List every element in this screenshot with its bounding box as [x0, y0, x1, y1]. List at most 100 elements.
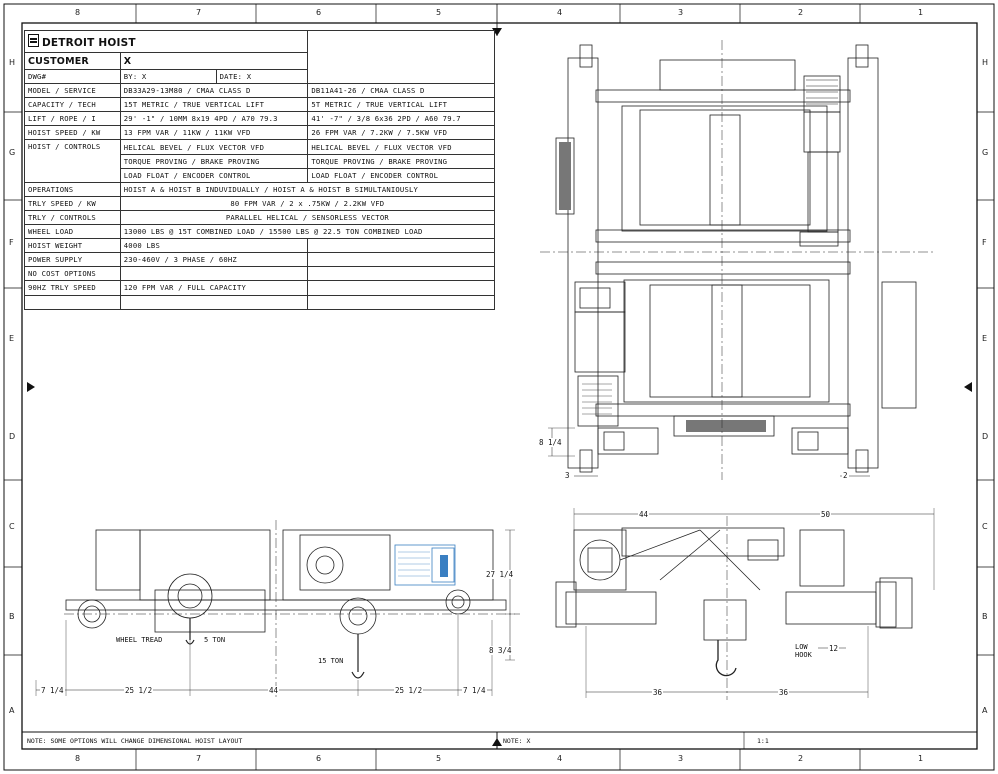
spec-value-a: HELICAL BEVEL / FLUX VECTOR VFD	[119, 139, 309, 155]
zone-col-top-3: 6	[316, 8, 322, 17]
spec-label: CAPACITY / TECH	[24, 97, 121, 113]
zone-col-bottom-6: 3	[678, 754, 684, 763]
footer-scale: 1:1	[757, 737, 769, 745]
zone-col-top-4: 5	[436, 8, 442, 17]
side-dim: 7 1/4	[462, 686, 487, 695]
zone-col-bottom-5: 4	[557, 754, 563, 763]
zone-col-top-8: 1	[918, 8, 924, 17]
spec-row: MODEL / SERVICE DB33A29-13M80 / CMAA CLA…	[24, 83, 495, 99]
spec-label: NO COST OPTIONS	[24, 266, 121, 282]
side-dim: 44	[268, 686, 280, 695]
spec-table: DETROIT HOIST CUSTOMER X DWG# BY: X DATE…	[23, 29, 496, 310]
zone-row-right-g: G	[982, 148, 989, 157]
spec-value-a: 29' -1" / 10MM 8x19 4PD / A70 79.3	[119, 111, 309, 127]
spec-row: NO COST OPTIONS	[24, 266, 495, 282]
footer-note-left: NOTE: SOME OPTIONS WILL CHANGE DIMENSION…	[27, 737, 243, 745]
zone-col-bottom-8: 1	[918, 754, 924, 763]
zone-row-right-a: A	[982, 706, 988, 715]
side-view	[35, 520, 520, 700]
end-bottom-left-dim: 36	[652, 688, 664, 697]
top-view-right-dim: 2	[842, 471, 849, 480]
zone-col-top-5: 4	[557, 8, 563, 17]
spec-row: HOIST SPEED / KW 13 FPM VAR / 11KW / 11K…	[24, 125, 495, 141]
zone-col-top-2: 7	[196, 8, 202, 17]
company-cell: DETROIT HOIST	[23, 30, 309, 53]
zone-col-bottom-4: 5	[436, 754, 442, 763]
dwg-label: DWG#	[24, 68, 121, 85]
spec-row-wide: TRLY / CONTROLS PARALLEL HELICAL / SENSO…	[24, 209, 496, 226]
spec-value-wide: 80 FPM VAR / 2 x .75KW / 2.2KW VFD	[119, 195, 496, 211]
detroit-hoist-logo-icon	[28, 34, 39, 47]
end-top-left-dim: 44	[638, 510, 650, 519]
side-dim: 7 1/4	[40, 686, 65, 695]
title-row: DETROIT HOIST	[23, 29, 495, 85]
spec-row: HOIST WEIGHT 4000 LBS	[24, 238, 495, 254]
wheel-tread-label: WHEEL TREAD	[116, 636, 163, 644]
spec-value-b	[307, 252, 495, 268]
spec-value-a	[119, 294, 309, 310]
spec-value-a: 230-460V / 3 PHASE / 60HZ	[119, 252, 309, 268]
spec-value-a: DB33A29-13M80 / CMAA CLASS D	[119, 83, 309, 99]
spec-row-wide: TRLY SPEED / KW 80 FPM VAR / 2 x .75KW /…	[24, 195, 496, 211]
spec-value-a: 15T METRIC / TRUE VERTICAL LIFT	[119, 97, 309, 113]
spec-row-wide: WHEEL LOAD 13000 LBS @ 15T COMBINED LOAD…	[24, 224, 496, 240]
spec-label: OPERATIONS	[24, 181, 121, 197]
spec-value-b: LOAD FLOAT / ENCODER CONTROL	[307, 167, 495, 183]
customer-label: CUSTOMER	[24, 52, 121, 70]
spec-label: HOIST / CONTROLS	[24, 139, 121, 183]
zone-row-left-h: H	[9, 58, 16, 67]
spec-label: LIFT / ROPE / I	[24, 111, 121, 127]
spec-row: HOIST / CONTROLS HELICAL BEVEL / FLUX VE…	[24, 139, 495, 183]
spec-label: HOIST SPEED / KW	[24, 125, 121, 141]
zone-row-left-g: G	[9, 148, 16, 157]
spec-label: 90HZ TRLY SPEED	[24, 280, 121, 296]
side-height-dim: 27 1/4	[485, 570, 515, 579]
zone-row-left-f: F	[9, 238, 14, 247]
spec-label: TRLY / CONTROLS	[24, 209, 121, 226]
title-blank-cell	[307, 29, 495, 85]
spec-value-a: 13 FPM VAR / 11KW / 11KW VFD	[119, 125, 309, 141]
spec-value-wide: 13000 LBS @ 15T COMBINED LOAD / 15500 LB…	[119, 224, 496, 240]
spec-value-a: 4000 LBS	[119, 238, 309, 254]
spec-row-wide: OPERATIONS HOIST A & HOIST B INDUVIDUALL…	[24, 181, 496, 197]
zone-row-left-b: B	[9, 612, 15, 621]
end-top-right-dim: 50	[820, 510, 832, 519]
spec-value-b: 26 FPM VAR / 7.2KW / 7.5KW VFD	[307, 125, 495, 141]
spec-value-b: DB11A41-26 / CMAA CLASS D	[307, 83, 495, 99]
zone-row-right-e: E	[982, 334, 988, 343]
end-view	[555, 508, 935, 700]
side-dim: 25 1/2	[124, 686, 154, 695]
spec-value-a: TORQUE PROVING / BRAKE PROVING	[119, 153, 309, 169]
spec-label	[24, 294, 121, 310]
spec-label: HOIST WEIGHT	[24, 238, 121, 254]
zone-row-right-b: B	[982, 612, 988, 621]
spec-value-wide: HOIST A & HOIST B INDUVIDUALLY / HOIST A…	[119, 181, 496, 197]
spec-value-b	[307, 238, 495, 254]
spec-value-b	[307, 280, 495, 296]
side-dim: 25 1/2	[394, 686, 424, 695]
top-view	[540, 40, 935, 480]
end-bottom-right-dim: 36	[778, 688, 790, 697]
spec-row: 90HZ TRLY SPEED 120 FPM VAR / FULL CAPAC…	[24, 280, 495, 296]
zone-col-bottom-7: 2	[798, 754, 804, 763]
footer-note-right: NOTE: X	[503, 737, 531, 745]
spec-label: WHEEL LOAD	[24, 224, 121, 240]
spec-value-a	[119, 266, 309, 282]
zone-row-right-f: F	[982, 238, 987, 247]
spec-row: LIFT / ROPE / I 29' -1" / 10MM 8x19 4PD …	[24, 111, 495, 127]
top-view-offset-dim: 8 1/4	[538, 438, 563, 447]
zone-row-left-d: D	[9, 432, 16, 441]
spec-value-b	[307, 294, 495, 310]
spec-value-b: HELICAL BEVEL / FLUX VECTOR VFD	[307, 139, 495, 155]
zone-row-right-h: H	[982, 58, 989, 67]
zone-col-bottom-3: 6	[316, 754, 322, 763]
zone-col-bottom-1: 8	[75, 754, 81, 763]
low-hook-dim: 12	[828, 644, 840, 653]
zone-row-left-e: E	[9, 334, 15, 343]
side-hook-dim: 8 3/4	[488, 646, 513, 655]
zone-row-left-c: C	[9, 522, 15, 531]
small-hoist-label: 5 TON	[204, 636, 226, 644]
sheet-border	[3, 3, 995, 771]
